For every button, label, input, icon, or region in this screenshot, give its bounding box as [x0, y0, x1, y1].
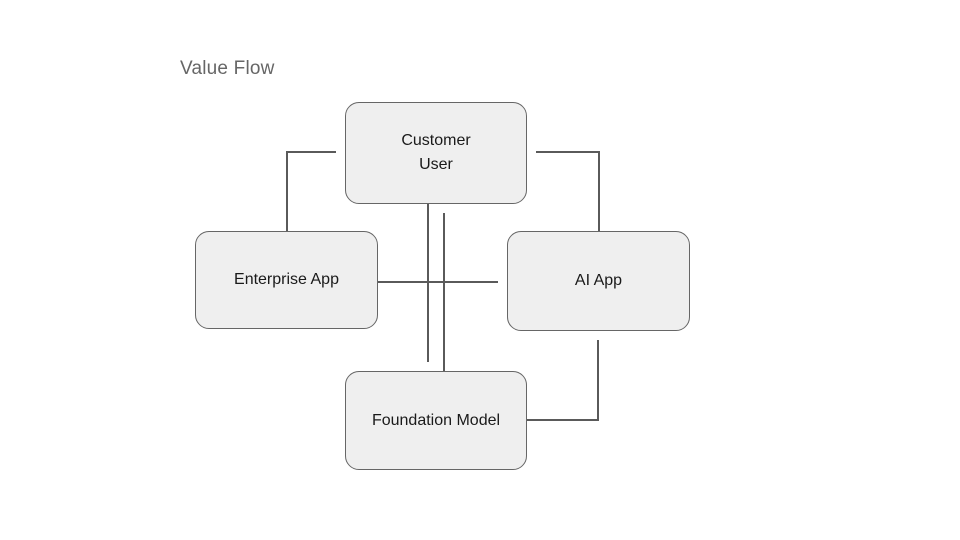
- node-customer-user-label: Customer User: [401, 132, 471, 173]
- edge-enterprise-app-to-ai-app: [378, 281, 498, 283]
- edge-customer-user-to-foundation-model: [427, 204, 429, 362]
- node-ai-app[interactable]: AI App: [507, 231, 690, 331]
- edge-foundation-model-to-ai-app: [527, 340, 599, 421]
- edge-enterprise-app-to-customer-user: [286, 151, 336, 231]
- node-foundation-model-label: Foundation Model: [371, 411, 501, 429]
- node-customer-user[interactable]: Customer User: [345, 102, 527, 204]
- edge-ai-app-to-customer-user: [536, 151, 600, 231]
- page-title: Value Flow: [180, 58, 275, 79]
- node-enterprise-app[interactable]: Enterprise App: [195, 231, 378, 329]
- edge-foundation-model-to-customer-user: [443, 213, 445, 371]
- node-ai-app-label: AI App: [574, 272, 623, 289]
- node-enterprise-app-label: Enterprise App: [234, 271, 339, 288]
- node-foundation-model[interactable]: Foundation Model: [345, 371, 527, 470]
